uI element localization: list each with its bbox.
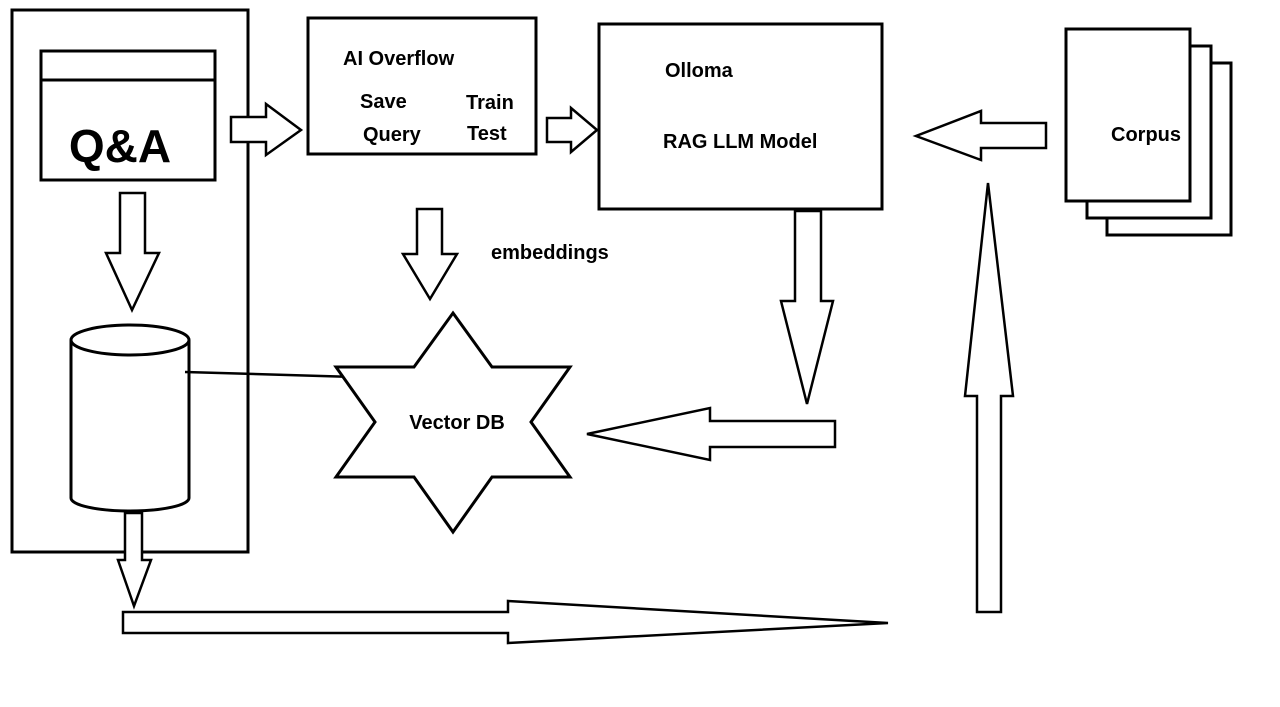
qa-to-database-arrow <box>104 191 161 313</box>
corpus-documents: Corpus <box>1064 27 1233 237</box>
ai-overflow-box: AI Overflow Save Query Train Test <box>306 16 538 156</box>
qa-to-ai-overflow-arrow <box>229 101 304 158</box>
test-label: Test <box>467 123 507 145</box>
embeddings-arrow <box>400 207 460 302</box>
vector-db-label: Vector DB <box>409 412 505 434</box>
ai-overflow-title: AI Overflow <box>343 48 455 70</box>
olloma-down-arrow <box>779 209 835 405</box>
right-up-arrow <box>963 182 1015 614</box>
embeddings-label: embeddings <box>491 242 609 264</box>
to-vectordb-arrow <box>586 406 837 462</box>
database-down-arrow <box>116 511 153 610</box>
query-label: Query <box>363 124 422 146</box>
bottom-long-arrow <box>121 599 889 645</box>
train-label: Train <box>466 92 514 114</box>
vector-db-star: Vector DB <box>333 310 573 535</box>
ai-overflow-to-olloma-arrow <box>545 105 599 155</box>
database-cylinder <box>69 323 191 513</box>
olloma-box: Olloma RAG LLM Model <box>597 22 884 211</box>
qa-label: Q&A <box>69 120 171 172</box>
corpus-to-olloma-arrow <box>912 109 1048 162</box>
olloma-title: Olloma <box>665 60 734 82</box>
qa-box: Q&A <box>39 49 217 182</box>
rag-model-label: RAG LLM Model <box>663 131 817 153</box>
corpus-label: Corpus <box>1111 124 1181 146</box>
save-label: Save <box>360 91 407 113</box>
database-to-vectordb-line <box>184 370 356 379</box>
